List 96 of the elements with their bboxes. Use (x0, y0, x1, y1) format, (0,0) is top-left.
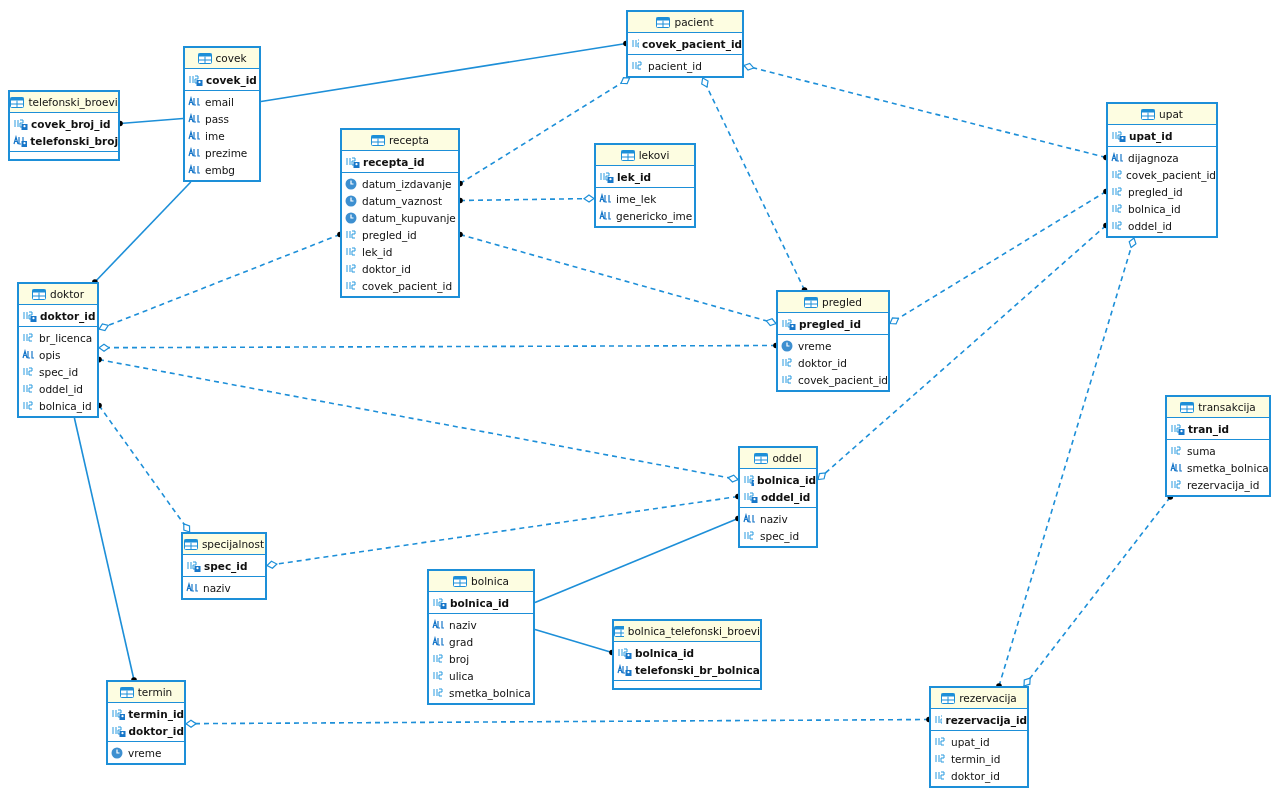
table-name: doktor (50, 288, 84, 300)
column-name: naziv (449, 618, 477, 631)
table-name: telefonski_broevi (28, 96, 118, 108)
column-name: vreme (128, 746, 162, 759)
column-name: spec_id (204, 559, 248, 572)
column-name: ulica (449, 669, 474, 682)
table-box (181, 532, 267, 600)
table-name: oddel (772, 452, 802, 464)
column-name: naziv (760, 512, 788, 525)
column-name: naziv (203, 581, 231, 594)
column-name: covek_broj_id (31, 117, 111, 130)
column-name: upat_id (1129, 129, 1173, 142)
relationship-line (73, 417, 137, 683)
column-name: opis (39, 348, 61, 361)
column-name: datum_vaznost (362, 194, 443, 207)
column-name: rezervacija_id (1187, 478, 1260, 491)
column-name: termin_id (951, 752, 1001, 765)
table-name: specijalnost (201, 538, 265, 550)
column-name: lek_id (617, 170, 652, 183)
table-name: recepta (389, 134, 429, 146)
table-box (8, 90, 120, 161)
table-name: transakcija (1198, 401, 1256, 413)
column-name: rezervacija_id (945, 713, 1027, 726)
table-name: termin (137, 686, 173, 698)
table-box (340, 128, 460, 298)
column-name: covek_pacient_id (797, 373, 888, 386)
table-name: pregled (822, 296, 862, 308)
column-name: vreme (798, 339, 832, 352)
column-name: spec_id (760, 529, 800, 542)
table-box (1165, 395, 1271, 497)
column-name: doktor_id (128, 724, 184, 737)
column-name: upat_id (951, 735, 990, 748)
column-name: oddel_id (1128, 219, 1172, 232)
column-name: doktor_id (40, 309, 96, 322)
table-name: upat (1159, 108, 1183, 120)
column-name: oddel_id (761, 490, 811, 503)
column-name: pacient_id (648, 59, 702, 72)
column-name: termin_id (128, 707, 184, 720)
column-name: bolnica_id (635, 646, 695, 659)
table-box (183, 46, 261, 182)
table-box (427, 569, 535, 705)
column-name: bolnica_id (39, 399, 92, 412)
column-name: embg (205, 163, 236, 176)
table-name: rezervacija (959, 692, 1017, 704)
column-name: covek_pacient_id (641, 37, 742, 50)
column-name: bolnica_id (1128, 202, 1181, 215)
column-name: doktor_id (362, 262, 411, 275)
column-name: covek_pacient_id (362, 279, 453, 292)
table-box (626, 10, 744, 78)
column-name: email (205, 95, 234, 108)
table-box (594, 143, 696, 228)
column-name: suma (1187, 444, 1216, 457)
column-name: covek_pacient_id (1125, 168, 1216, 181)
column-name: tran_id (1188, 422, 1230, 435)
column-name: datum_izdavanje (362, 177, 452, 190)
column-name: bolnica_id (450, 596, 510, 609)
table-name: lekovi (638, 149, 670, 161)
column-name: ime_lek (616, 192, 657, 205)
column-name: doktor_id (951, 769, 1000, 782)
column-name: pregled_id (799, 317, 861, 330)
column-name: telefonski_br_bolnica (635, 663, 760, 676)
table-box (17, 282, 99, 418)
table-name: pacient (674, 16, 714, 28)
column-name: lek_id (362, 245, 393, 258)
column-name: oddel_id (39, 382, 83, 395)
column-name: br_licenca (39, 331, 93, 344)
column-name: smetka_bolnica (449, 686, 531, 699)
column-name: recepta_id (363, 155, 425, 168)
column-name: pregled_id (1128, 185, 1183, 198)
table-name: covek (215, 52, 247, 64)
table-box (106, 680, 186, 765)
relationship-line (92, 181, 192, 285)
column-name: pass (205, 112, 230, 125)
column-name: pregled_id (362, 228, 417, 241)
relationship-line (996, 237, 1137, 689)
column-name: doktor_id (798, 356, 847, 369)
column-name: smetka_bolnica (1187, 461, 1269, 474)
table-box (738, 446, 818, 548)
column-name: ime (205, 129, 225, 142)
table-name: bolnica_telefonski_broevi (627, 625, 760, 637)
column-name: genericko_ime (616, 209, 693, 222)
column-name: spec_id (39, 365, 79, 378)
relationship-line (701, 77, 808, 293)
table-box (612, 619, 762, 690)
table-name: bolnica (471, 575, 509, 587)
column-name: dijagnoza (1128, 151, 1179, 164)
table-box (929, 686, 1029, 788)
column-name: prezime (205, 146, 248, 159)
column-name: datum_kupuvanje (362, 211, 456, 224)
column-name: covek_id (206, 73, 257, 86)
column-name: telefonski_broj (30, 134, 118, 147)
column-name: bolnica_id (756, 473, 816, 486)
table-box (1106, 102, 1218, 238)
table-box (776, 290, 890, 392)
column-name: grad (449, 635, 474, 648)
column-name: broj (449, 652, 470, 665)
